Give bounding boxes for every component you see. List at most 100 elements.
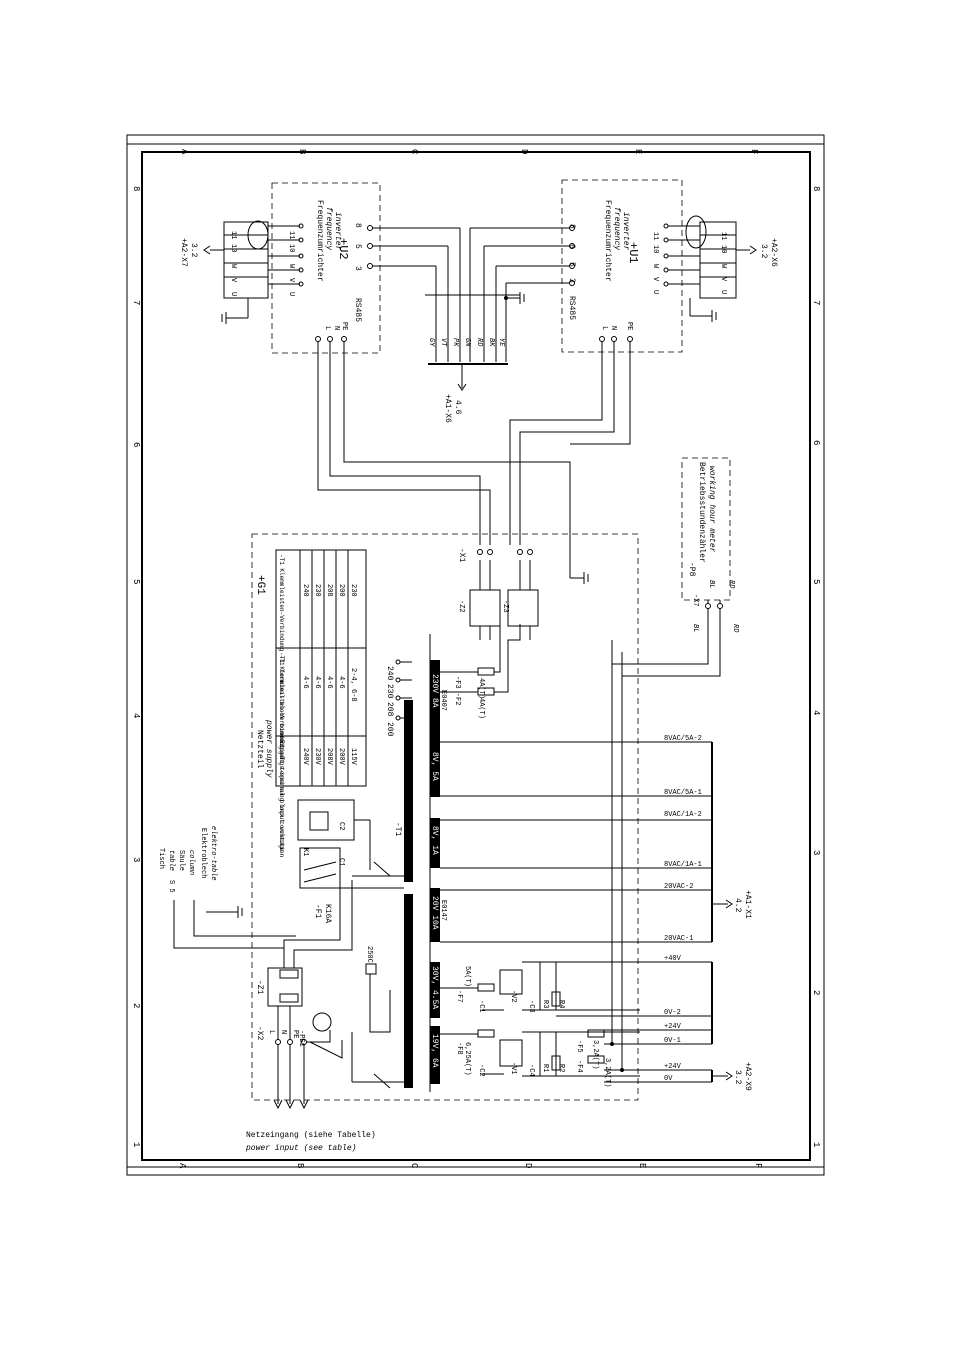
table-cell: 208V xyxy=(325,748,333,766)
frame-number-2-right: 2 xyxy=(811,990,821,995)
inverter-u1-n: N xyxy=(609,326,617,330)
breaker-f1-rating: K16A xyxy=(323,904,332,923)
transformer-primary-2 xyxy=(404,894,413,1088)
inverter-u2-term-v-inner: V xyxy=(287,278,295,283)
output-label: 8VAC/5A-2 xyxy=(664,735,702,743)
hour-meter-wire-rd-lower: RD xyxy=(731,624,739,633)
frame-number-7-left: 7 xyxy=(131,300,141,305)
inverter-u1-term-u: U xyxy=(651,290,659,294)
inverter-u1-target: +A2-X6 xyxy=(769,238,778,267)
connector-x2: -X2 xyxy=(255,1026,264,1041)
thermostat xyxy=(365,963,377,975)
output-labels: 8VAC/5A-2 8VAC/5A-1 8VAC/1A-2 8VAC/1A-1 … xyxy=(664,735,702,1083)
inverter-u2-term-w: W xyxy=(229,264,237,269)
filter-z1 xyxy=(267,967,303,1007)
inverter-u1-pin-6: 6 xyxy=(567,244,576,249)
mains-wiring xyxy=(317,341,631,584)
inverter-u1-l: L xyxy=(600,326,608,330)
connector-pe1: -PE1 xyxy=(297,1030,305,1047)
tap-240: 240 xyxy=(385,666,394,681)
table-cell: 4-6 xyxy=(301,676,309,689)
frame-letter-c-bottom: C xyxy=(409,1163,419,1169)
resistor-r4 xyxy=(551,991,561,1007)
table-column-en-column: column xyxy=(187,850,195,875)
frame-letter-e-bottom: E xyxy=(637,1163,647,1168)
table-column-de: Tisch xyxy=(157,848,165,869)
frame-number-3-right: 3 xyxy=(811,850,821,855)
cap-c2-label: -C2 xyxy=(477,1064,485,1077)
filter-z2 xyxy=(469,589,501,627)
frame-number-4-left: 4 xyxy=(131,713,141,718)
inverter-u2-l: L xyxy=(323,326,331,330)
table-cell: 230V xyxy=(313,748,321,766)
frame-numbers-left: 1 2 3 4 5 6 7 8 xyxy=(131,186,141,1147)
fuse-f6-part: E0147 xyxy=(439,900,447,921)
hour-meter-ref: -P8 xyxy=(687,562,696,577)
rectifier-v1-label: -V1 xyxy=(509,1062,517,1075)
frame-numbers-right: 1 2 3 4 5 6 7 8 xyxy=(811,186,821,1147)
fuse-f2-part: E0407 xyxy=(439,690,447,711)
earth-plate-de: Elektroblech xyxy=(199,828,207,878)
hour-meter-box xyxy=(681,457,731,601)
inverter-u1: Frequenzumrichter frequency inverter +U1… xyxy=(470,179,778,353)
frame-number-5-right: 5 xyxy=(811,579,821,584)
inverter-u1-term-w: W xyxy=(651,264,659,269)
table-cell: 4-6 xyxy=(337,676,345,689)
rectifier-v1 xyxy=(499,1039,523,1067)
resistor-r4-label: R4 xyxy=(557,1000,565,1008)
winding-30v: 30V, 4.5A xyxy=(430,966,439,1009)
connector-x7: -X7 xyxy=(691,594,699,607)
frame-letter-d-top: D xyxy=(519,149,529,154)
inverter-u2-terminal-strip xyxy=(223,221,269,299)
fuse-f5-rating: 3,2A(T) xyxy=(591,1040,599,1069)
frame-number-6-left: 6 xyxy=(131,442,141,447)
cap-c3-label: -C3 xyxy=(527,1000,535,1013)
contactor-k1 xyxy=(297,799,355,841)
fuse-f4 xyxy=(587,1029,605,1038)
output-target-2-pins: 3.2 xyxy=(733,1070,742,1085)
rectifier-v2 xyxy=(499,969,523,995)
contactor-c2: C2 xyxy=(337,822,345,830)
inverter-u1-term-v: V xyxy=(651,277,659,282)
ground-terminal xyxy=(312,1012,332,1032)
inverter-u2-term-11: 11 xyxy=(229,231,237,239)
table-cell: 240 xyxy=(301,584,309,597)
fuse-f8-label: -F8 xyxy=(455,1042,463,1055)
output-target-1: +A1-X1 xyxy=(743,890,752,919)
winding-bar-8v5a xyxy=(430,745,440,797)
inverter-u1-term-11: 11 xyxy=(651,232,659,240)
winding-230v: 230V 8A xyxy=(430,674,439,708)
inverter-u2: Frequenzumrichter frequency inverter +U2… xyxy=(179,182,460,354)
frame-number-7-right: 7 xyxy=(811,300,821,305)
contactor-k1-label: K1 xyxy=(301,848,309,856)
frame-letter-b-top: B xyxy=(297,149,307,155)
bus-color-gn: GN xyxy=(463,338,471,347)
winding-8v-1a: 8V, 1A xyxy=(430,826,439,855)
inverter-u1-rs485: RS485 xyxy=(567,296,576,320)
output-label: 8VAC/1A-2 xyxy=(664,811,702,819)
fuse-f2-rating: 4A(T) xyxy=(477,678,485,699)
inverter-u1-term-w-outer: W xyxy=(719,264,727,269)
winding-bar-19v xyxy=(430,1026,440,1084)
output-label: 20VAC-2 xyxy=(664,883,693,891)
frame-number-4-right: 4 xyxy=(811,710,821,715)
frame-number-8-left: 8 xyxy=(131,186,141,191)
filter-z1-label: -Z1 xyxy=(255,980,264,995)
hour-meter-name-en: working hour meter xyxy=(707,466,716,553)
connector-x1: -X1 xyxy=(457,548,466,563)
output-label: +24V xyxy=(664,1023,682,1031)
table-cell: 200 xyxy=(337,584,345,597)
frame-letter-a-bottom: A xyxy=(177,1163,187,1169)
bus-color-pk: PK xyxy=(451,338,459,347)
winding-bar-8v1a xyxy=(430,818,440,868)
inverter-u1-box xyxy=(561,179,683,353)
table-cell: 230 xyxy=(349,584,357,597)
frame-number-1-right: 1 xyxy=(811,1142,821,1147)
table-header-connection-2: -T1 Klemmleisten-Verbindung -T1 terminal… xyxy=(278,554,285,760)
breaker-f1 xyxy=(299,847,341,889)
winding-bar-20v xyxy=(430,888,440,942)
inverter-u1-term-11-outer: 11 xyxy=(719,232,727,240)
fuse-f7-label: -F7 xyxy=(455,990,463,1003)
voltage-table xyxy=(275,549,367,787)
